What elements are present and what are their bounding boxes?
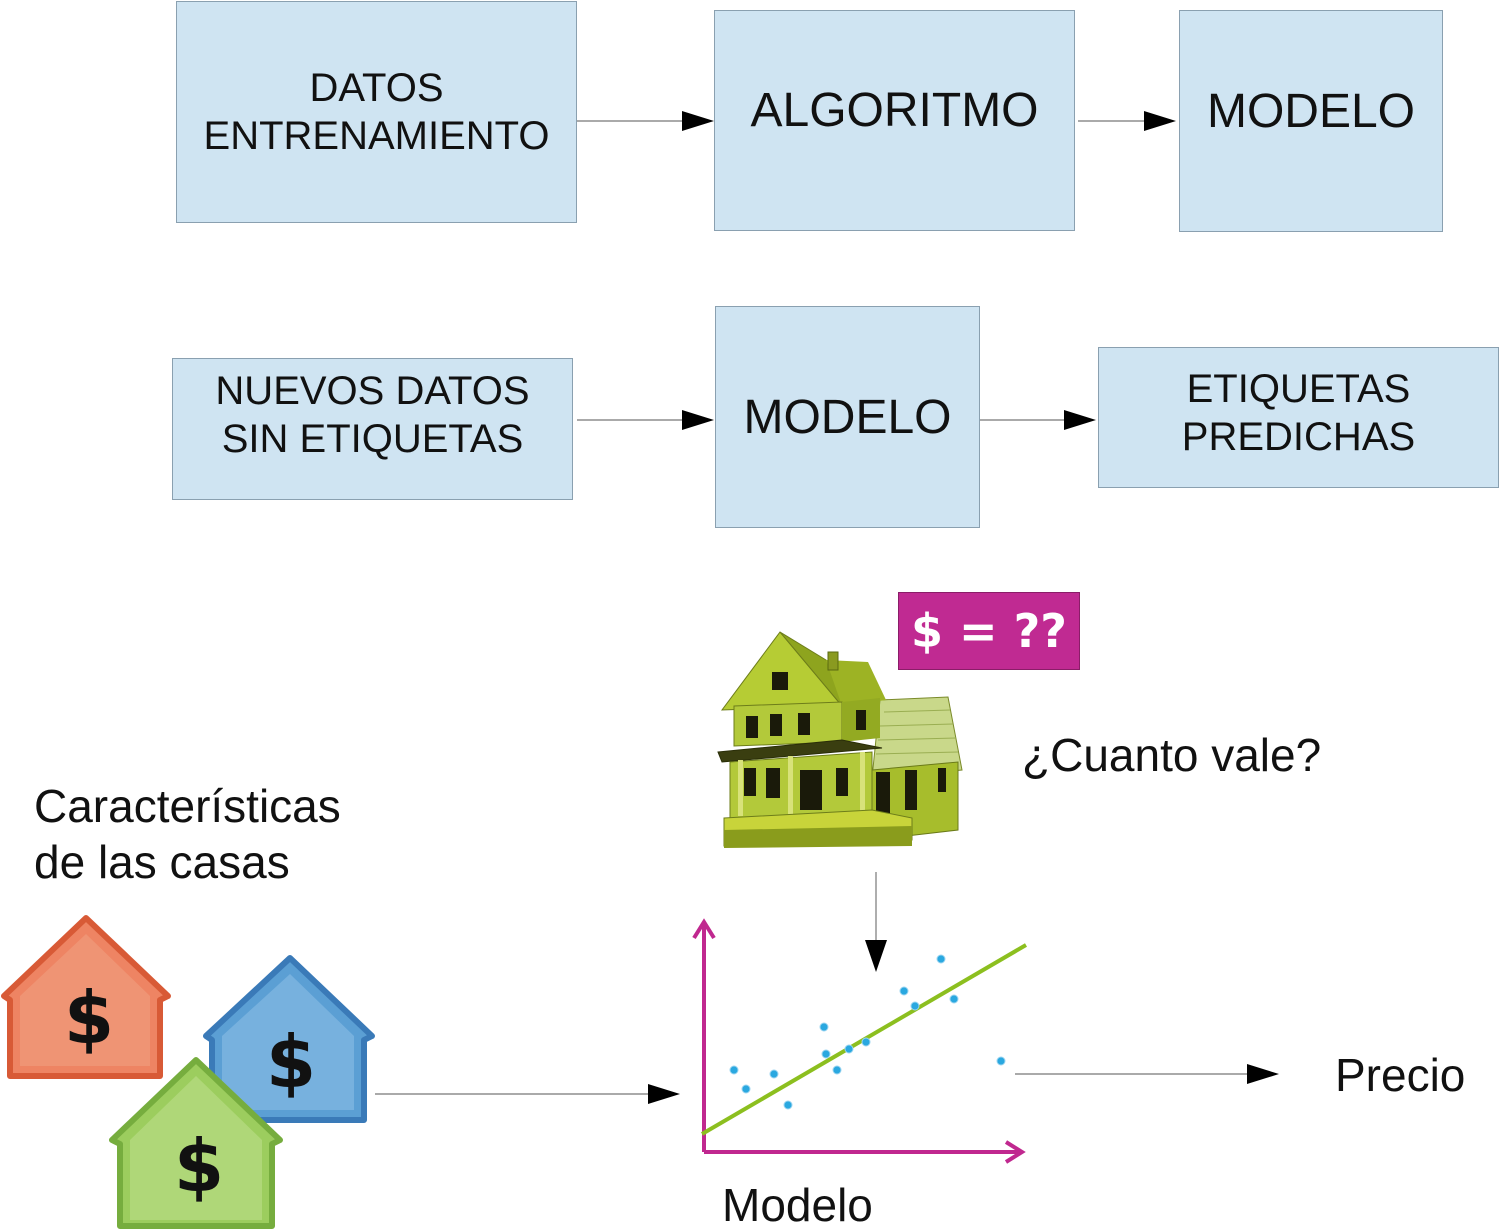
scatter-plot-icon [692, 918, 1028, 1164]
dollar-house-icon [1, 915, 171, 1079]
house-dollar-symbol: $ [174, 1124, 225, 1208]
arrow-down-icon [865, 872, 887, 972]
new-data-box: NUEVOS DATOS SIN ETIQUETAS [172, 358, 573, 500]
algorithm-label: ALGORITMO [750, 84, 1039, 137]
model-caption: Modelo [722, 1179, 873, 1231]
arrow-right-icon [980, 410, 1096, 430]
price-output-label: Precio [1335, 1049, 1466, 1101]
new-data-label-line1: NUEVOS DATOS [215, 369, 530, 413]
features-label: Características de las casas [34, 778, 341, 890]
dollar-house-icon [109, 1057, 283, 1229]
algorithm-box: ALGORITMO [714, 10, 1075, 231]
new-data-label-line2: SIN ETIQUETAS [221, 417, 524, 461]
features-label-line1: Características [34, 780, 341, 832]
house-dollar-symbol: $ [64, 976, 115, 1060]
price-badge-text: $ = ?? [911, 604, 1067, 658]
training-data-box: DATOS ENTRENAMIENTO [176, 1, 577, 223]
predicted-labels-box: ETIQUETAS PREDICHAS [1098, 347, 1499, 488]
value-question: ¿Cuanto vale? [1022, 729, 1322, 781]
model-box-prediction: MODELO [715, 306, 980, 528]
price-badge: $ = ?? [898, 592, 1080, 670]
arrow-right-icon [577, 410, 714, 430]
house-dollar-symbol: $ [266, 1020, 317, 1104]
house-icon [717, 631, 963, 848]
arrow-right-icon [1015, 1064, 1279, 1084]
arrow-right-icon [375, 1084, 680, 1104]
model-label-training: MODELO [1206, 84, 1416, 138]
features-label-line2: de las casas [34, 836, 290, 888]
dollar-house-icon [203, 955, 375, 1123]
training-data-label-line1: DATOS [309, 66, 444, 110]
model-box-training: MODELO [1179, 10, 1443, 232]
arrow-right-icon [1078, 111, 1176, 131]
predicted-labels-line2: PREDICHAS [1181, 414, 1416, 459]
predicted-labels-line1: ETIQUETAS [1186, 366, 1411, 411]
arrow-right-icon [577, 111, 714, 131]
training-data-label-line2: ENTRENAMIENTO [203, 114, 550, 158]
model-label-prediction: MODELO [743, 390, 952, 444]
